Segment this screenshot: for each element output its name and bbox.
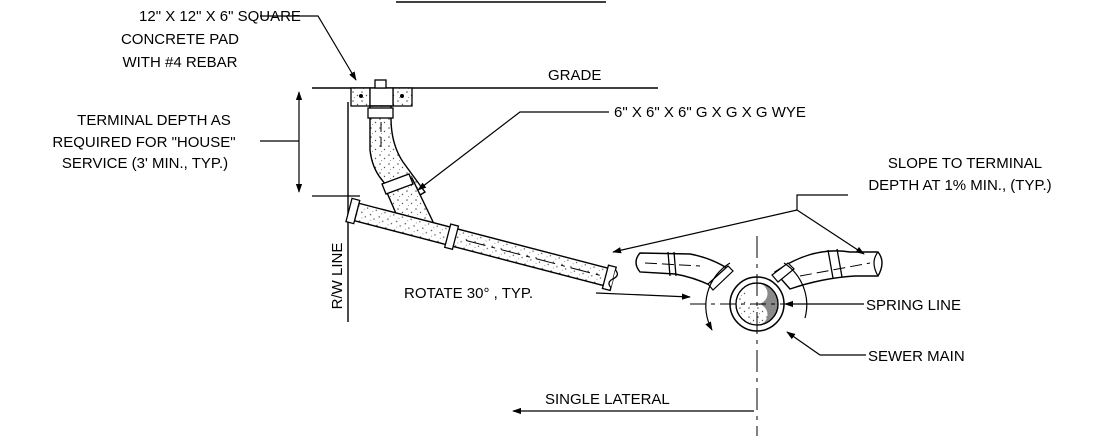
lateral-pipe (345, 197, 619, 292)
rw-line-label: R/W LINE (329, 243, 346, 310)
right-lateral-segment (771, 248, 883, 290)
slope-leader-right (796, 209, 865, 255)
pad-label-line2: CONCRETE PAD (121, 31, 239, 48)
rotate-leader (595, 292, 691, 300)
depth-dimension (295, 91, 360, 197)
cleanout-cap (374, 79, 387, 89)
sewer-main-leader (786, 331, 866, 356)
single-lateral-label: SINGLE LATERAL (545, 391, 670, 408)
leader-lines (260, 15, 866, 415)
depth-label-line3: SERVICE (3' MIN., TYP.) (62, 155, 228, 172)
rotation-arc-right (783, 262, 808, 319)
wye-leader (417, 111, 609, 191)
pad-label-line1: 12" X 12" X 6" SQUARE (139, 8, 301, 25)
depth-label-line2: REQUIRED FOR "HOUSE" (52, 134, 235, 151)
grade-label: GRADE (548, 67, 601, 84)
rotate-label: ROTATE 30° , TYP. (404, 285, 533, 302)
left-lateral-segment (635, 251, 734, 291)
wye-label: 6" X 6" X 6" G X G X G WYE (614, 104, 806, 121)
spring-line-label: SPRING LINE (866, 297, 961, 314)
rotation-arc-left (705, 262, 731, 331)
sewer-main-label: SEWER MAIN (868, 348, 965, 365)
slope-leader-left (612, 209, 798, 254)
slope-label-line2: DEPTH AT 1% MIN., (TYP.) (868, 177, 1051, 194)
slope-leader (796, 194, 848, 210)
pad-label-line3: WITH #4 REBAR (122, 54, 237, 71)
slope-label-line1: SLOPE TO TERMINAL (888, 155, 1042, 172)
pad-leader (260, 15, 357, 81)
depth-label-line1: TERMINAL DEPTH AS (77, 112, 231, 129)
concrete-pad (350, 79, 413, 107)
